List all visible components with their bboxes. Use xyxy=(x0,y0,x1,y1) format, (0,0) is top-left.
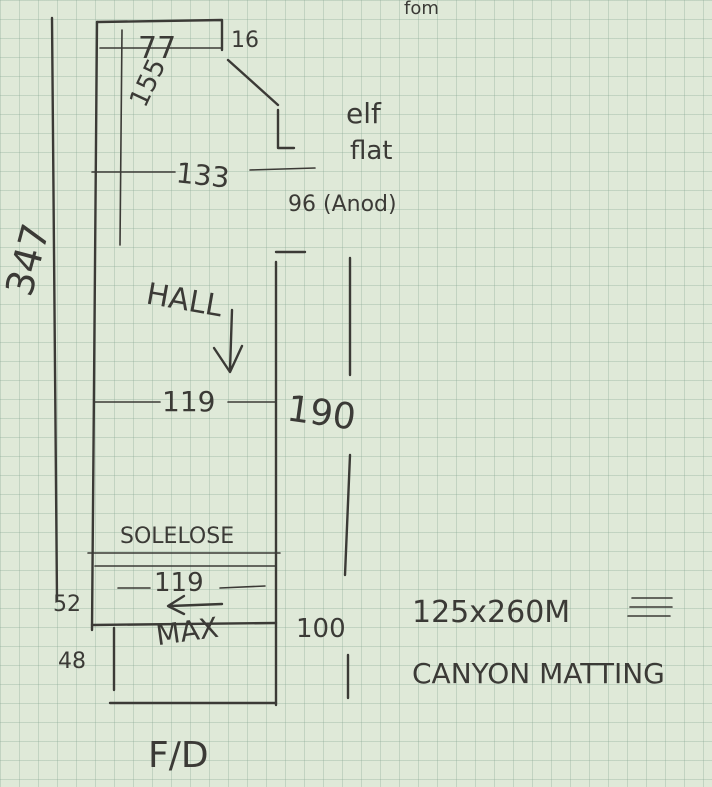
top-note: fom xyxy=(404,0,439,19)
dimension-48: 48 xyxy=(58,649,86,674)
dimension-line-119-lower-right xyxy=(219,585,266,589)
mat-name: CANYON MATTING xyxy=(412,657,665,690)
dimension-line-190-bottom xyxy=(343,453,352,577)
dimension-119-lower: 119 xyxy=(154,568,204,598)
dimension-77: 77 xyxy=(138,31,177,66)
hall-arrow xyxy=(212,308,244,374)
dimension-100: 100 xyxy=(296,614,346,644)
elf-note: elf xyxy=(346,97,381,130)
max-label: MAX xyxy=(153,610,221,653)
left-arrow xyxy=(166,594,224,616)
door-frame xyxy=(276,108,296,150)
dimension-52: 52 xyxy=(53,592,81,617)
door-swing-line xyxy=(226,58,280,107)
bottom-divider xyxy=(90,621,278,627)
dimension-line-155 xyxy=(119,29,123,246)
bottom-label: F/D xyxy=(148,735,209,776)
dimension-96-note: 96 (Anod) xyxy=(288,192,397,217)
elf-note-2: flat xyxy=(350,136,393,166)
dimension-119-upper: 119 xyxy=(162,385,216,418)
dimension-line-133-right xyxy=(249,167,316,171)
left-wall xyxy=(90,20,99,632)
dimension-133: 133 xyxy=(174,156,232,195)
dimension-190: 190 xyxy=(284,388,359,439)
mat-size: 125x260M xyxy=(412,595,571,630)
section-label: SOLELOSE xyxy=(120,524,235,549)
dimension-line-347 xyxy=(50,16,59,602)
top-edge xyxy=(95,18,224,52)
dimension-16: 16 xyxy=(231,28,259,53)
